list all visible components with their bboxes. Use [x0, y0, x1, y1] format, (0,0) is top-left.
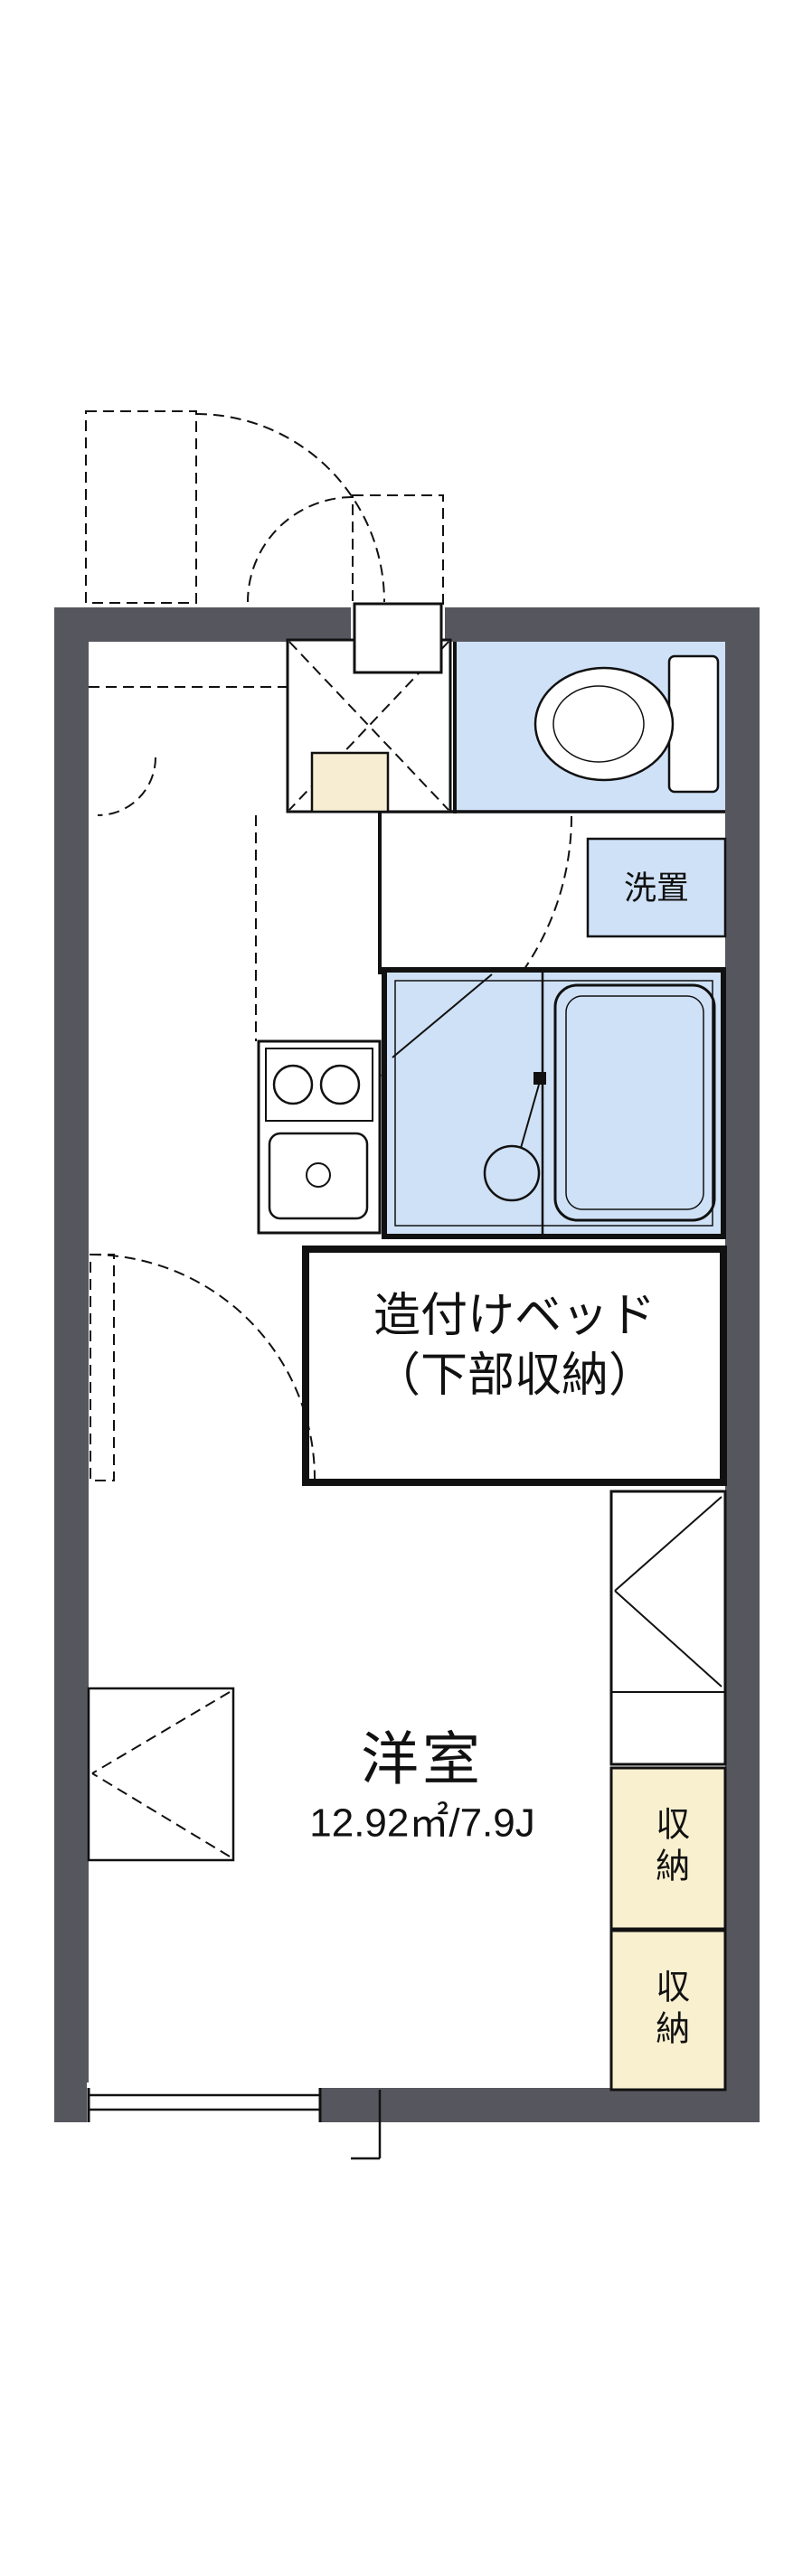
kitchen-unit: [257, 1039, 382, 1235]
storage-box-bottom: [609, 1929, 727, 2092]
entry-door-leaf-left: [85, 410, 197, 604]
storage-box-top: [609, 1766, 727, 1931]
closet-diagonal-1: [614, 1496, 722, 1592]
entry-door-leaf-right: [352, 494, 444, 605]
bottom-window: [87, 2088, 322, 2122]
bathroom-inner-line: [394, 980, 713, 1227]
room-name-label: 洋室: [361, 1726, 484, 1792]
genkan-step: [310, 751, 390, 813]
outer-walls: [54, 607, 760, 2122]
bath-drain-icon: [483, 1072, 546, 1202]
room-door-swing: [90, 1254, 316, 1481]
storage-bottom-label: 収納: [649, 1969, 688, 2052]
wall-right: [725, 607, 760, 2122]
washer-space: [378, 812, 727, 974]
left-window-dash-2: [91, 1772, 231, 1857]
washer-space-label: 洗置: [623, 869, 690, 907]
entry-door-recess: [353, 602, 443, 674]
entry-door-swing: [85, 410, 444, 605]
closet-panel: [609, 1490, 727, 1766]
left-window-dash-1: [91, 1691, 231, 1774]
wall-left: [54, 607, 89, 2122]
bathtub-icon: [553, 983, 716, 1222]
built-in-bed-label-line1: 造付けベッド: [373, 1289, 656, 1342]
bath-door-line: [392, 973, 493, 1058]
storage-top-label: 収納: [649, 1806, 688, 1889]
room-door-leaf: [90, 1254, 115, 1481]
built-in-bed: [302, 1246, 727, 1486]
washer-box: [586, 837, 727, 938]
closet-diagonal-2: [614, 1590, 722, 1688]
entry-small-door-arc: [97, 757, 156, 816]
bathroom: [382, 967, 726, 1239]
shoe-cabinet-x1: [288, 641, 449, 811]
toilet-icon: [533, 654, 720, 794]
bottom-window-opening: [87, 2082, 320, 2128]
entry-door-arc-right: [247, 496, 354, 603]
stove-icon: [265, 1048, 373, 1122]
built-in-bed-label-line2: （下部収納）: [373, 1349, 656, 1402]
sink-icon: [268, 1132, 369, 1220]
entry-door-arc-left: [195, 413, 385, 603]
bottom-tick-mark: [351, 2090, 382, 2160]
left-window: [87, 1687, 235, 1862]
room-door-arc: [90, 1254, 316, 1480]
room-size-label: 12.92㎡/7.9J: [309, 1800, 535, 1846]
toilet-room: [380, 642, 725, 813]
